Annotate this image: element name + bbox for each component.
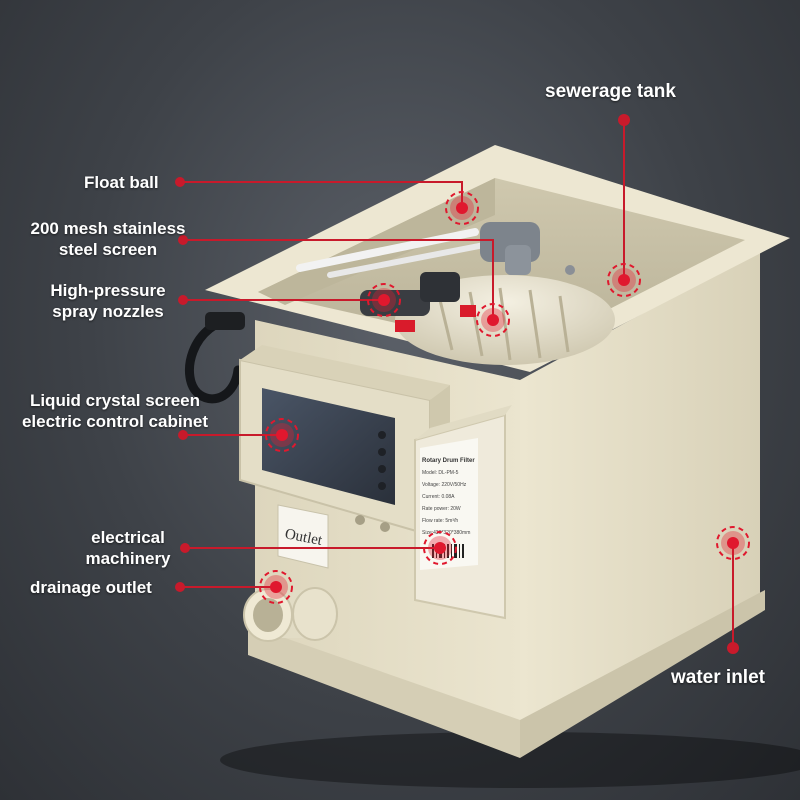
annotation-lines xyxy=(176,120,734,648)
base-plinth-side xyxy=(520,590,765,758)
label-water-inlet: water inlet xyxy=(671,667,765,688)
nameplate-line: Current: 0.08A xyxy=(422,494,455,500)
cable-plug xyxy=(205,312,245,330)
cabinet-screw-right xyxy=(380,522,390,532)
nameplate-title: Rotary Drum Filter xyxy=(422,458,475,464)
power-cable xyxy=(184,313,245,404)
nameplate-line: Model: DL-PM-5 xyxy=(422,470,459,476)
nameplate-line: Rate power: 20W xyxy=(422,506,461,512)
cabinet-screw-left xyxy=(355,515,365,525)
label-spray-nozzles: High-pressure spray nozzles xyxy=(38,280,178,322)
line-mesh-screen xyxy=(180,239,494,320)
cabinet-buttons xyxy=(378,431,386,490)
hotspot-float-ball xyxy=(445,191,479,225)
spray-pipe xyxy=(296,222,540,332)
label-float-ball: Float ball xyxy=(84,173,159,192)
label-spray-nozzles-line2: spray nozzles xyxy=(52,302,164,321)
label-sewerage-tank: sewerage tank xyxy=(545,81,676,102)
hotspot-spray-nozzles xyxy=(367,283,401,317)
cabinet-top xyxy=(240,345,450,400)
base-plinth xyxy=(248,625,520,758)
line-float-ball xyxy=(176,181,463,207)
label-lcd-line2: electric control cabinet xyxy=(21,412,209,431)
dot-sewerage-tank xyxy=(618,114,630,126)
outlet-sticker xyxy=(277,504,329,569)
drainage-pipe xyxy=(243,587,338,642)
hotspot-sewerage-tank xyxy=(607,263,641,297)
label-electrical-machinery: electrical machinery xyxy=(78,527,178,569)
hotspot-mesh-screen xyxy=(476,303,510,337)
drum-ribs xyxy=(438,287,570,361)
nameplate xyxy=(420,438,478,570)
dot-lcd xyxy=(178,430,188,440)
nameplate-line: Flow rate: 5m³/h xyxy=(422,518,458,524)
nameplate-line: Voltage: 220V/50Hz xyxy=(422,482,467,488)
inner-back-wall xyxy=(258,178,495,305)
label-lcd-line1: Liquid crystal screen xyxy=(29,391,201,410)
dot-water-inlet xyxy=(727,642,739,654)
hotspot-water-inlet xyxy=(716,526,750,560)
label-motor-line2: machinery xyxy=(85,549,171,568)
dot-float-ball xyxy=(175,177,185,187)
hotspot-drainage-outlet xyxy=(259,570,293,604)
outlet-sticker-text: Outlet xyxy=(284,526,325,549)
label-mesh-screen: 200 mesh stainless steel screen xyxy=(18,218,198,260)
label-spray-nozzles-line1: High-pressure xyxy=(50,281,166,300)
label-drainage-outlet: drainage outlet xyxy=(30,578,152,597)
side-bolt xyxy=(565,265,575,275)
label-motor-line1: electrical xyxy=(91,528,165,547)
annotation-end-dots xyxy=(175,114,739,654)
hotspot-lcd xyxy=(265,418,299,452)
label-lcd-cabinet: Liquid crystal screen electric control c… xyxy=(6,390,224,432)
label-mesh-screen-line2: steel screen xyxy=(58,240,158,259)
floor-shadow xyxy=(220,732,800,788)
lcd-screen xyxy=(262,388,395,505)
hotspot-motor xyxy=(423,531,457,565)
motor-housing-top xyxy=(415,405,512,440)
label-mesh-screen-line1: 200 mesh stainless xyxy=(30,219,186,238)
dot-mesh-screen xyxy=(178,235,188,245)
dot-motor xyxy=(180,543,190,553)
dot-drainage-outlet xyxy=(175,582,185,592)
dot-spray-nozzles xyxy=(178,295,188,305)
